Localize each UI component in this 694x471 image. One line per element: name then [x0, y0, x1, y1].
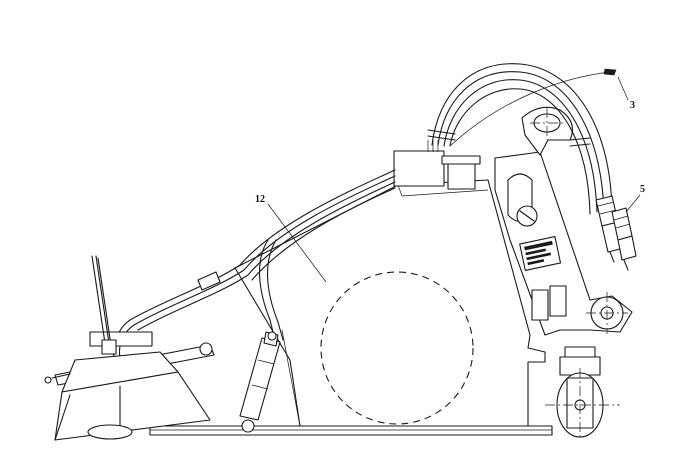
leader-12 [267, 203, 327, 283]
callout-3: 3 [630, 100, 635, 111]
hydraulic-cylinder [239, 331, 281, 433]
leader-5 [625, 194, 641, 213]
feed-hoses [113, 169, 396, 359]
brush-drum [320, 271, 474, 425]
side-brush [44, 255, 215, 441]
leader-3 [617, 76, 629, 101]
hydraulic-hoses [427, 63, 617, 215]
caster-wheel [545, 346, 620, 440]
quick-couplers [595, 195, 637, 271]
callout-5: 5 [640, 184, 645, 195]
main-housing [234, 179, 546, 427]
lift-arm [494, 106, 633, 336]
base-frame [149, 425, 553, 436]
callout-leaders [267, 76, 641, 283]
callout-12: 12 [255, 194, 265, 205]
control-box [393, 140, 481, 190]
